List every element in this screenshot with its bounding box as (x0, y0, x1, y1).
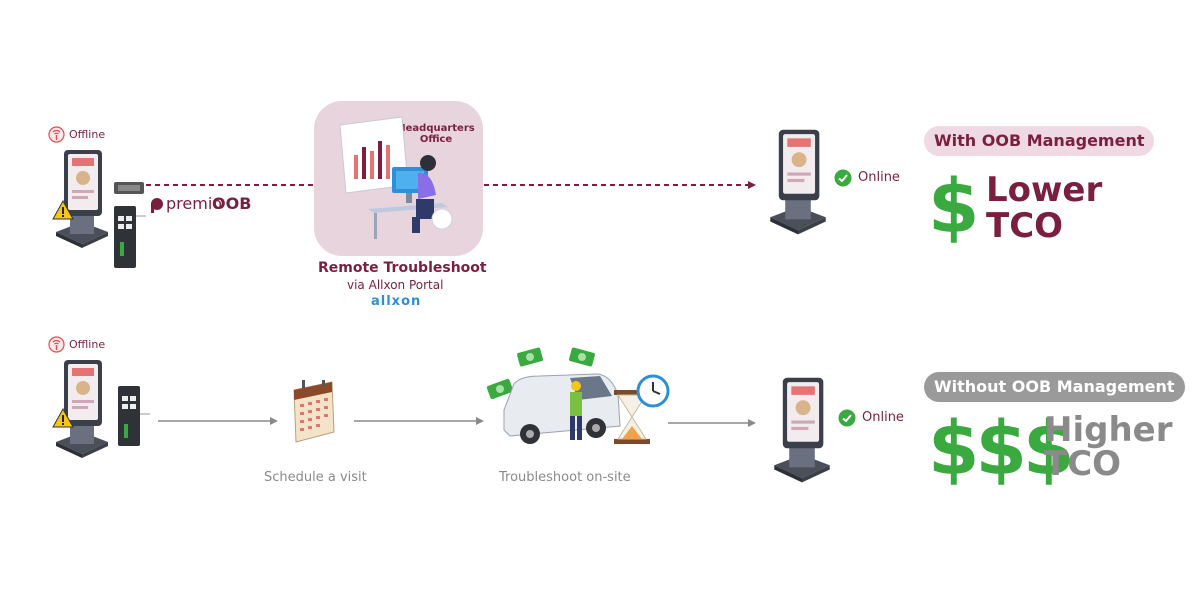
triple-dollar-sign: $$$ (928, 406, 1074, 492)
arrow-to-online (668, 419, 756, 427)
kiosk-online-icon (774, 377, 830, 483)
oob-device-icon (114, 182, 146, 268)
computer-user-illustration (339, 116, 453, 239)
warning-icon (52, 408, 74, 428)
money-icon (569, 347, 595, 367)
single-dollar-sign: $ (928, 164, 980, 250)
row-without-oob: Offline (0, 300, 1200, 600)
kiosk-icon (56, 150, 108, 248)
clock-icon (636, 374, 670, 408)
offline-signal-icon (48, 336, 65, 353)
higher-label: Higher (1044, 410, 1173, 450)
offline-label: Offline (69, 338, 106, 351)
kiosk-online-icon (770, 129, 826, 235)
without-oob-pill: Without OOB Management (924, 372, 1185, 402)
arrow-to-onsite (354, 417, 484, 425)
lower-label: Lower (986, 170, 1103, 210)
step-onsite-label: Troubleshoot on-site (499, 470, 631, 485)
calendar-icon (293, 380, 335, 443)
arrow-to-schedule (158, 417, 278, 425)
brand-oob: OOB (212, 194, 252, 213)
online-label: Online (858, 170, 900, 185)
offline-label: Offline (69, 128, 106, 141)
online-label: Online (862, 410, 904, 425)
hq-title: Headquarters Office (397, 123, 475, 145)
warning-icon (52, 200, 74, 220)
step-schedule-label: Schedule a visit (264, 470, 367, 485)
remote-troubleshoot-subtitle: via Allxon Portal (347, 278, 444, 292)
money-icon (517, 347, 543, 367)
tco-label-2: TCO (1044, 444, 1122, 484)
dashed-connector-left (146, 184, 316, 186)
kiosk-icon (56, 360, 108, 458)
remote-troubleshoot-title: Remote Troubleshoot (318, 260, 487, 276)
dashed-arrow-right (484, 181, 756, 189)
with-oob-pill: With OOB Management (924, 126, 1155, 156)
check-icon (838, 409, 856, 427)
money-icon (486, 378, 514, 400)
oob-device-icon (118, 386, 150, 446)
headquarters-panel: Headquarters Office (314, 101, 483, 256)
row-with-oob: Offline premio OOB (48, 101, 1155, 309)
offline-signal-icon (48, 126, 65, 143)
van-technician-illustration (503, 373, 621, 444)
brand-name: premio (166, 194, 223, 213)
check-icon (834, 169, 852, 187)
premio-logo-icon (151, 198, 163, 213)
tco-label-1: TCO (986, 206, 1064, 246)
allxon-logo: allxon (371, 294, 422, 309)
